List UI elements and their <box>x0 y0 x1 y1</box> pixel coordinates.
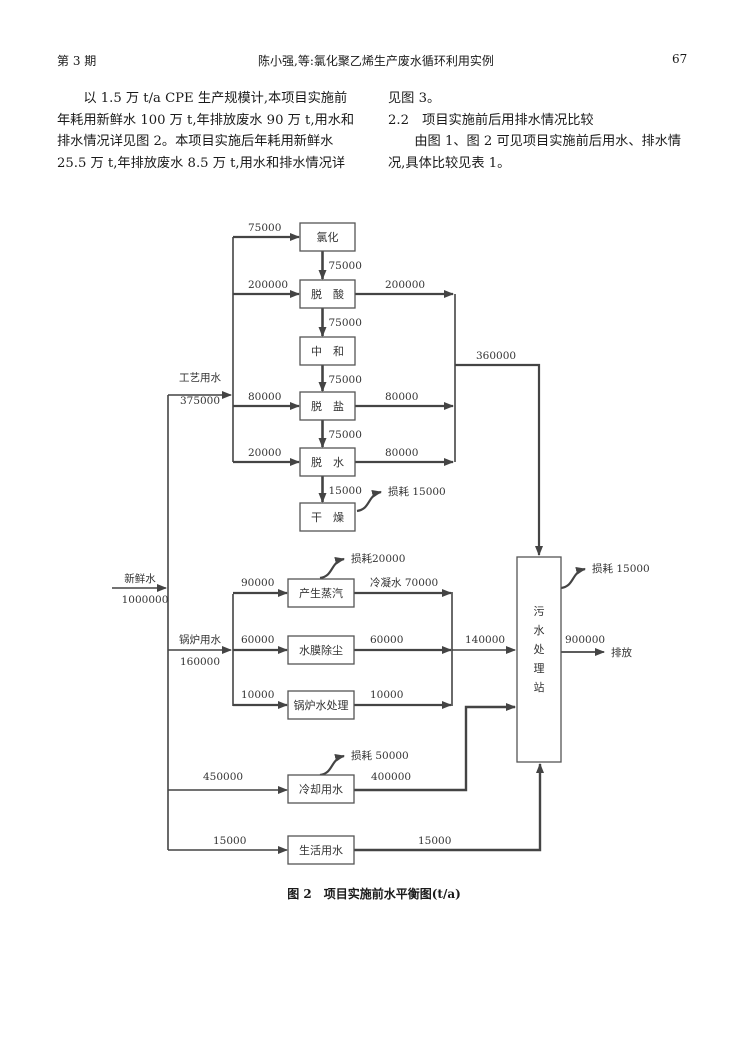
flow-value-label: 60000 <box>370 634 403 646</box>
unit-boiler-water-treatment-label: 锅炉水处理 <box>294 699 349 712</box>
flow-value-label: 10000 <box>370 689 403 701</box>
cooling-return-line <box>354 703 516 792</box>
running-title: 陈小强,等:氯化聚乙烯生产废水循环利用实例 <box>258 54 494 68</box>
discharge-label: 排放 <box>611 646 632 659</box>
unit-cooling-water <box>287 774 355 804</box>
unit-domestic-water <box>287 835 355 865</box>
boiler-total-value: 140000 <box>465 634 505 646</box>
boiler-water-value: 160000 <box>180 656 220 668</box>
flow-value-label: 冷凝水 70000 <box>370 576 438 589</box>
flow-value-label: 15000 <box>418 835 451 847</box>
unit-domestic-water-label: 生活用水 <box>299 843 343 857</box>
unit-desalination-label: 脱 盐 <box>311 399 344 413</box>
flow-value-label: 200000 <box>248 279 288 291</box>
paragraph-line: 见图 3。 <box>388 91 441 106</box>
flow-value-label: 10000 <box>241 689 274 701</box>
unit-wet-dust-removal <box>287 635 355 665</box>
treatment-station-label: 理 <box>534 662 545 675</box>
unit-deacidification-label: 脱 酸 <box>311 287 344 301</box>
flow-value-label: 450000 <box>203 771 243 783</box>
unit-neutralization <box>299 336 356 366</box>
flow-value-label: 20000 <box>248 447 281 459</box>
left-column-text: 以 1.5 万 t/a CPE 生产规模计,本项目实施前 年耗用新鲜水 100 … <box>57 88 354 174</box>
paragraph-line: 以 1.5 万 t/a CPE 生产规模计,本项目实施前 <box>57 91 348 106</box>
right-column-text: 见图 3。 2.2 项目实施前后用排水情况比较 由图 1、图 2 可见项目实施前… <box>388 88 681 174</box>
unit-steam-generation <box>287 578 355 608</box>
loss-label: 损耗20000 <box>351 552 405 565</box>
flow-value-label: 80000 <box>385 447 418 459</box>
paragraph-line: 25.5 万 t,年排放废水 8.5 万 t,用水和排水情况详 <box>57 155 346 171</box>
loss-arrow <box>319 753 345 777</box>
fresh-water-label: 新鲜水 <box>124 572 156 585</box>
flow-value-label: 75000 <box>329 374 362 386</box>
loss-label: 损耗 15000 <box>592 562 650 575</box>
flow-value-label: 200000 <box>385 279 425 291</box>
flow-value-label: 75000 <box>329 429 362 441</box>
process-total-line <box>455 363 543 556</box>
paragraph-line: 年耗用新鲜水 100 万 t,年排放废水 90 万 t,用水和 <box>57 112 355 128</box>
unit-dewatering-label: 脱 水 <box>311 455 344 469</box>
fresh-water-value: 1000000 <box>122 594 169 606</box>
figure-caption: 图 2 项目实施前水平衡图(t/a) <box>287 887 461 901</box>
wastewater-treatment-station <box>516 556 562 763</box>
loss-label: 损耗 50000 <box>351 749 409 762</box>
paragraph-line: 排水情况详见图 2。本项目实施后年耗用新鲜水 <box>57 134 334 149</box>
flow-value-label: 75000 <box>329 260 362 272</box>
flow-value-label: 15000 <box>213 835 246 847</box>
paragraph-line: 由图 1、图 2 可见项目实施前后用水、排水情 <box>388 134 682 149</box>
unit-dewatering <box>299 447 356 477</box>
flow-value-label: 400000 <box>371 771 411 783</box>
boiler-water-label: 锅炉用水 <box>179 634 221 646</box>
unit-chlorination <box>299 222 356 252</box>
treatment-station-label: 污 <box>534 605 545 618</box>
flow-value-label: 60000 <box>241 634 274 646</box>
treatment-station-label: 处 <box>534 643 545 656</box>
page-number: 67 <box>672 52 688 66</box>
flow-value-label: 75000 <box>248 222 281 234</box>
flow-value-label: 80000 <box>248 391 281 403</box>
unit-boiler-water-treatment <box>287 690 355 720</box>
process-water-value: 375000 <box>180 395 220 407</box>
section-heading: 2.2 项目实施前后用排水情况比较 <box>388 112 594 128</box>
loss-arrow <box>356 489 382 513</box>
flow-value-label: 15000 <box>329 485 362 497</box>
flow-value-label: 75000 <box>329 317 362 329</box>
unit-desalination <box>299 391 356 421</box>
unit-wet-dust-removal-label: 水膜除尘 <box>299 643 343 657</box>
domestic-effluent-line <box>354 763 544 852</box>
issue-number: 第 3 期 <box>57 54 97 68</box>
unit-deacidification <box>299 279 356 309</box>
loss-label: 损耗 15000 <box>388 485 446 498</box>
flow-value-label: 90000 <box>241 577 274 589</box>
loss-arrow <box>560 566 586 590</box>
unit-drying-label: 干 燥 <box>311 511 344 524</box>
process-water-label: 工艺用水 <box>179 372 221 384</box>
unit-cooling-water-label: 冷却用水 <box>299 783 343 796</box>
flow-value-label: 80000 <box>385 391 418 403</box>
discharge-value: 900000 <box>565 634 605 646</box>
unit-drying <box>299 502 356 532</box>
loss-arrow <box>319 556 345 580</box>
process-total-value: 360000 <box>476 350 516 362</box>
unit-chlorination-label: 氯化 <box>317 230 339 244</box>
treatment-station-label: 站 <box>534 680 545 694</box>
unit-steam-generation-label: 产生蒸汽 <box>299 586 343 600</box>
paragraph-line: 况,具体比较见表 1。 <box>388 155 511 171</box>
unit-neutralization-label: 中 和 <box>311 345 344 358</box>
treatment-station-label: 水 <box>534 624 545 637</box>
